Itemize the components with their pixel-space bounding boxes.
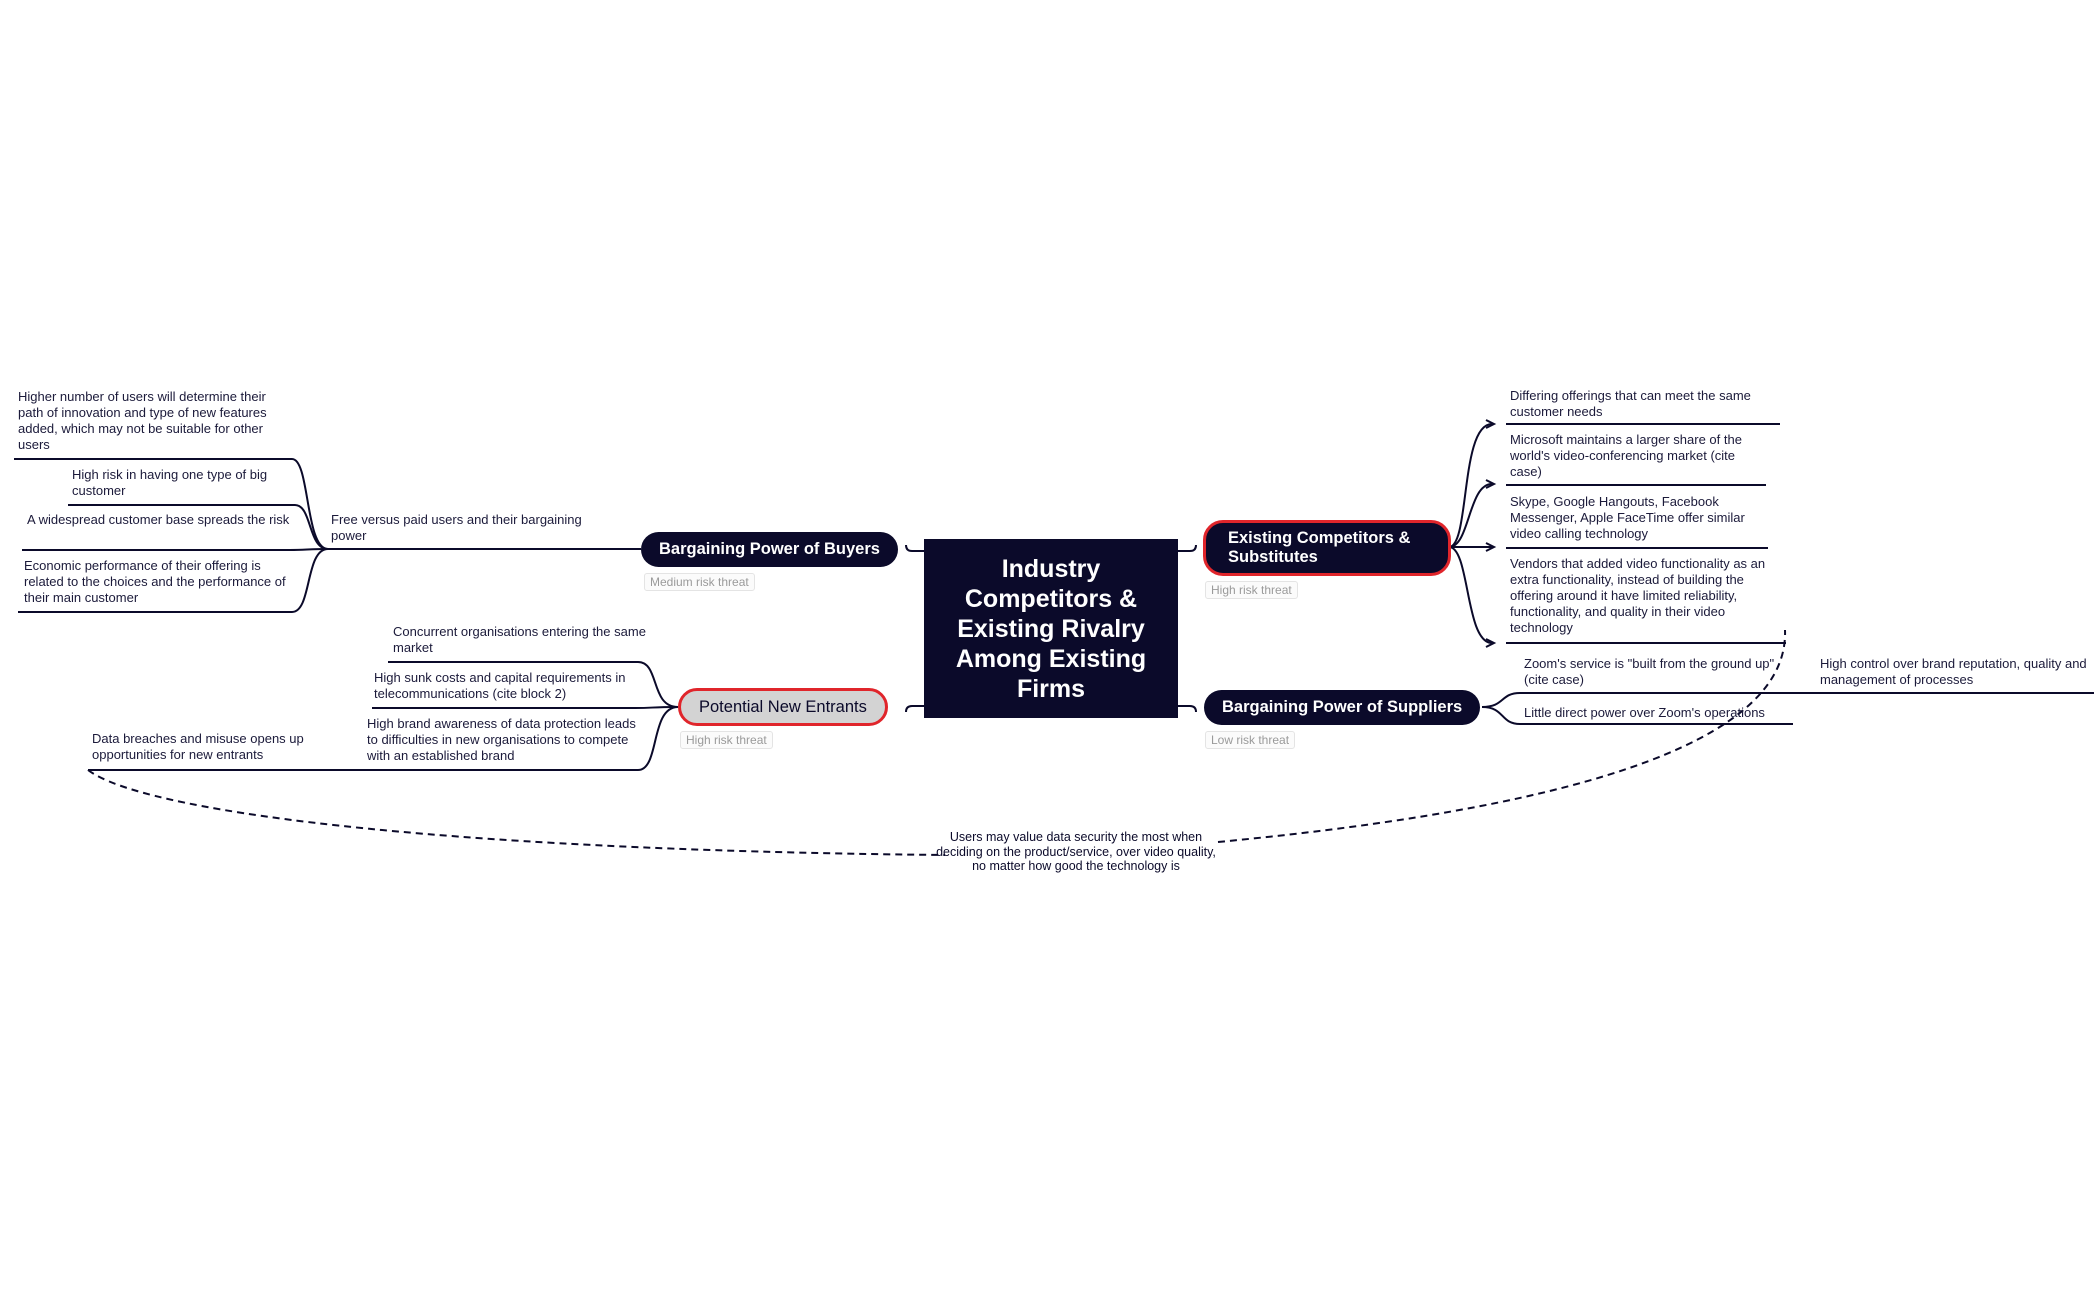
risk-tag-competitors: High risk threat <box>1205 581 1298 599</box>
entrants-leaf-3[interactable]: High brand awareness of data protection … <box>367 716 636 763</box>
competitors-leaf-4[interactable]: Vendors that added video functionality a… <box>1510 556 1766 635</box>
branch-title: Existing Competitors & Substitutes <box>1228 529 1411 566</box>
buyers-leaf-1[interactable]: Higher number of users will determine th… <box>18 389 267 452</box>
branch-bargaining-power-of-buyers[interactable]: Bargaining Power of Buyers <box>641 532 898 567</box>
suppliers-subleaf[interactable]: High control over brand reputation, qual… <box>1820 656 2087 687</box>
risk-tag-buyers: Medium risk threat <box>644 573 755 591</box>
suppliers-leaf-2[interactable]: Little direct power over Zoom's operatio… <box>1524 705 1765 720</box>
risk-tag-suppliers: Low risk threat <box>1205 731 1296 749</box>
branch-bargaining-power-of-suppliers[interactable]: Bargaining Power of Suppliers <box>1204 690 1481 725</box>
suppliers-leaf-1[interactable]: Zoom's service is "built from the ground… <box>1524 656 1775 687</box>
buyers-leaf-2[interactable]: High risk in having one type of big cust… <box>72 467 268 498</box>
branch-existing-competitors-substitutes[interactable]: Existing Competitors & Substitutes <box>1203 520 1451 576</box>
buyers-leaf-3[interactable]: A widespread customer base spreads the r… <box>27 512 290 527</box>
relationship-label[interactable]: Users may value data security the most w… <box>936 830 1216 873</box>
branch-title: Bargaining Power of Buyers <box>659 540 880 558</box>
buyers-leaf-4[interactable]: Economic performance of their offering i… <box>24 558 286 605</box>
branch-title: Potential New Entrants <box>699 697 867 716</box>
risk-tag-entrants: High risk threat <box>680 731 773 749</box>
entrants-leaf-1[interactable]: Concurrent organisations entering the sa… <box>393 624 646 655</box>
competitors-leaf-2[interactable]: Microsoft maintains a larger share of th… <box>1510 432 1742 479</box>
entrants-leaf-2[interactable]: High sunk costs and capital requirements… <box>374 670 626 701</box>
entrants-subleaf[interactable]: Data breaches and misuse opens up opport… <box>92 731 304 762</box>
branch-title: Bargaining Power of Suppliers <box>1222 698 1463 716</box>
branch-potential-new-entrants[interactable]: Potential New Entrants <box>678 688 888 726</box>
central-topic[interactable]: Industry Competitors & Existing Rivalry … <box>924 539 1178 718</box>
competitors-leaf-1[interactable]: Differing offerings that can meet the sa… <box>1510 388 1751 419</box>
competitors-leaf-3[interactable]: Skype, Google Hangouts, Facebook Messeng… <box>1510 494 1745 541</box>
buyers-subtopic[interactable]: Free versus paid users and their bargain… <box>331 512 582 543</box>
